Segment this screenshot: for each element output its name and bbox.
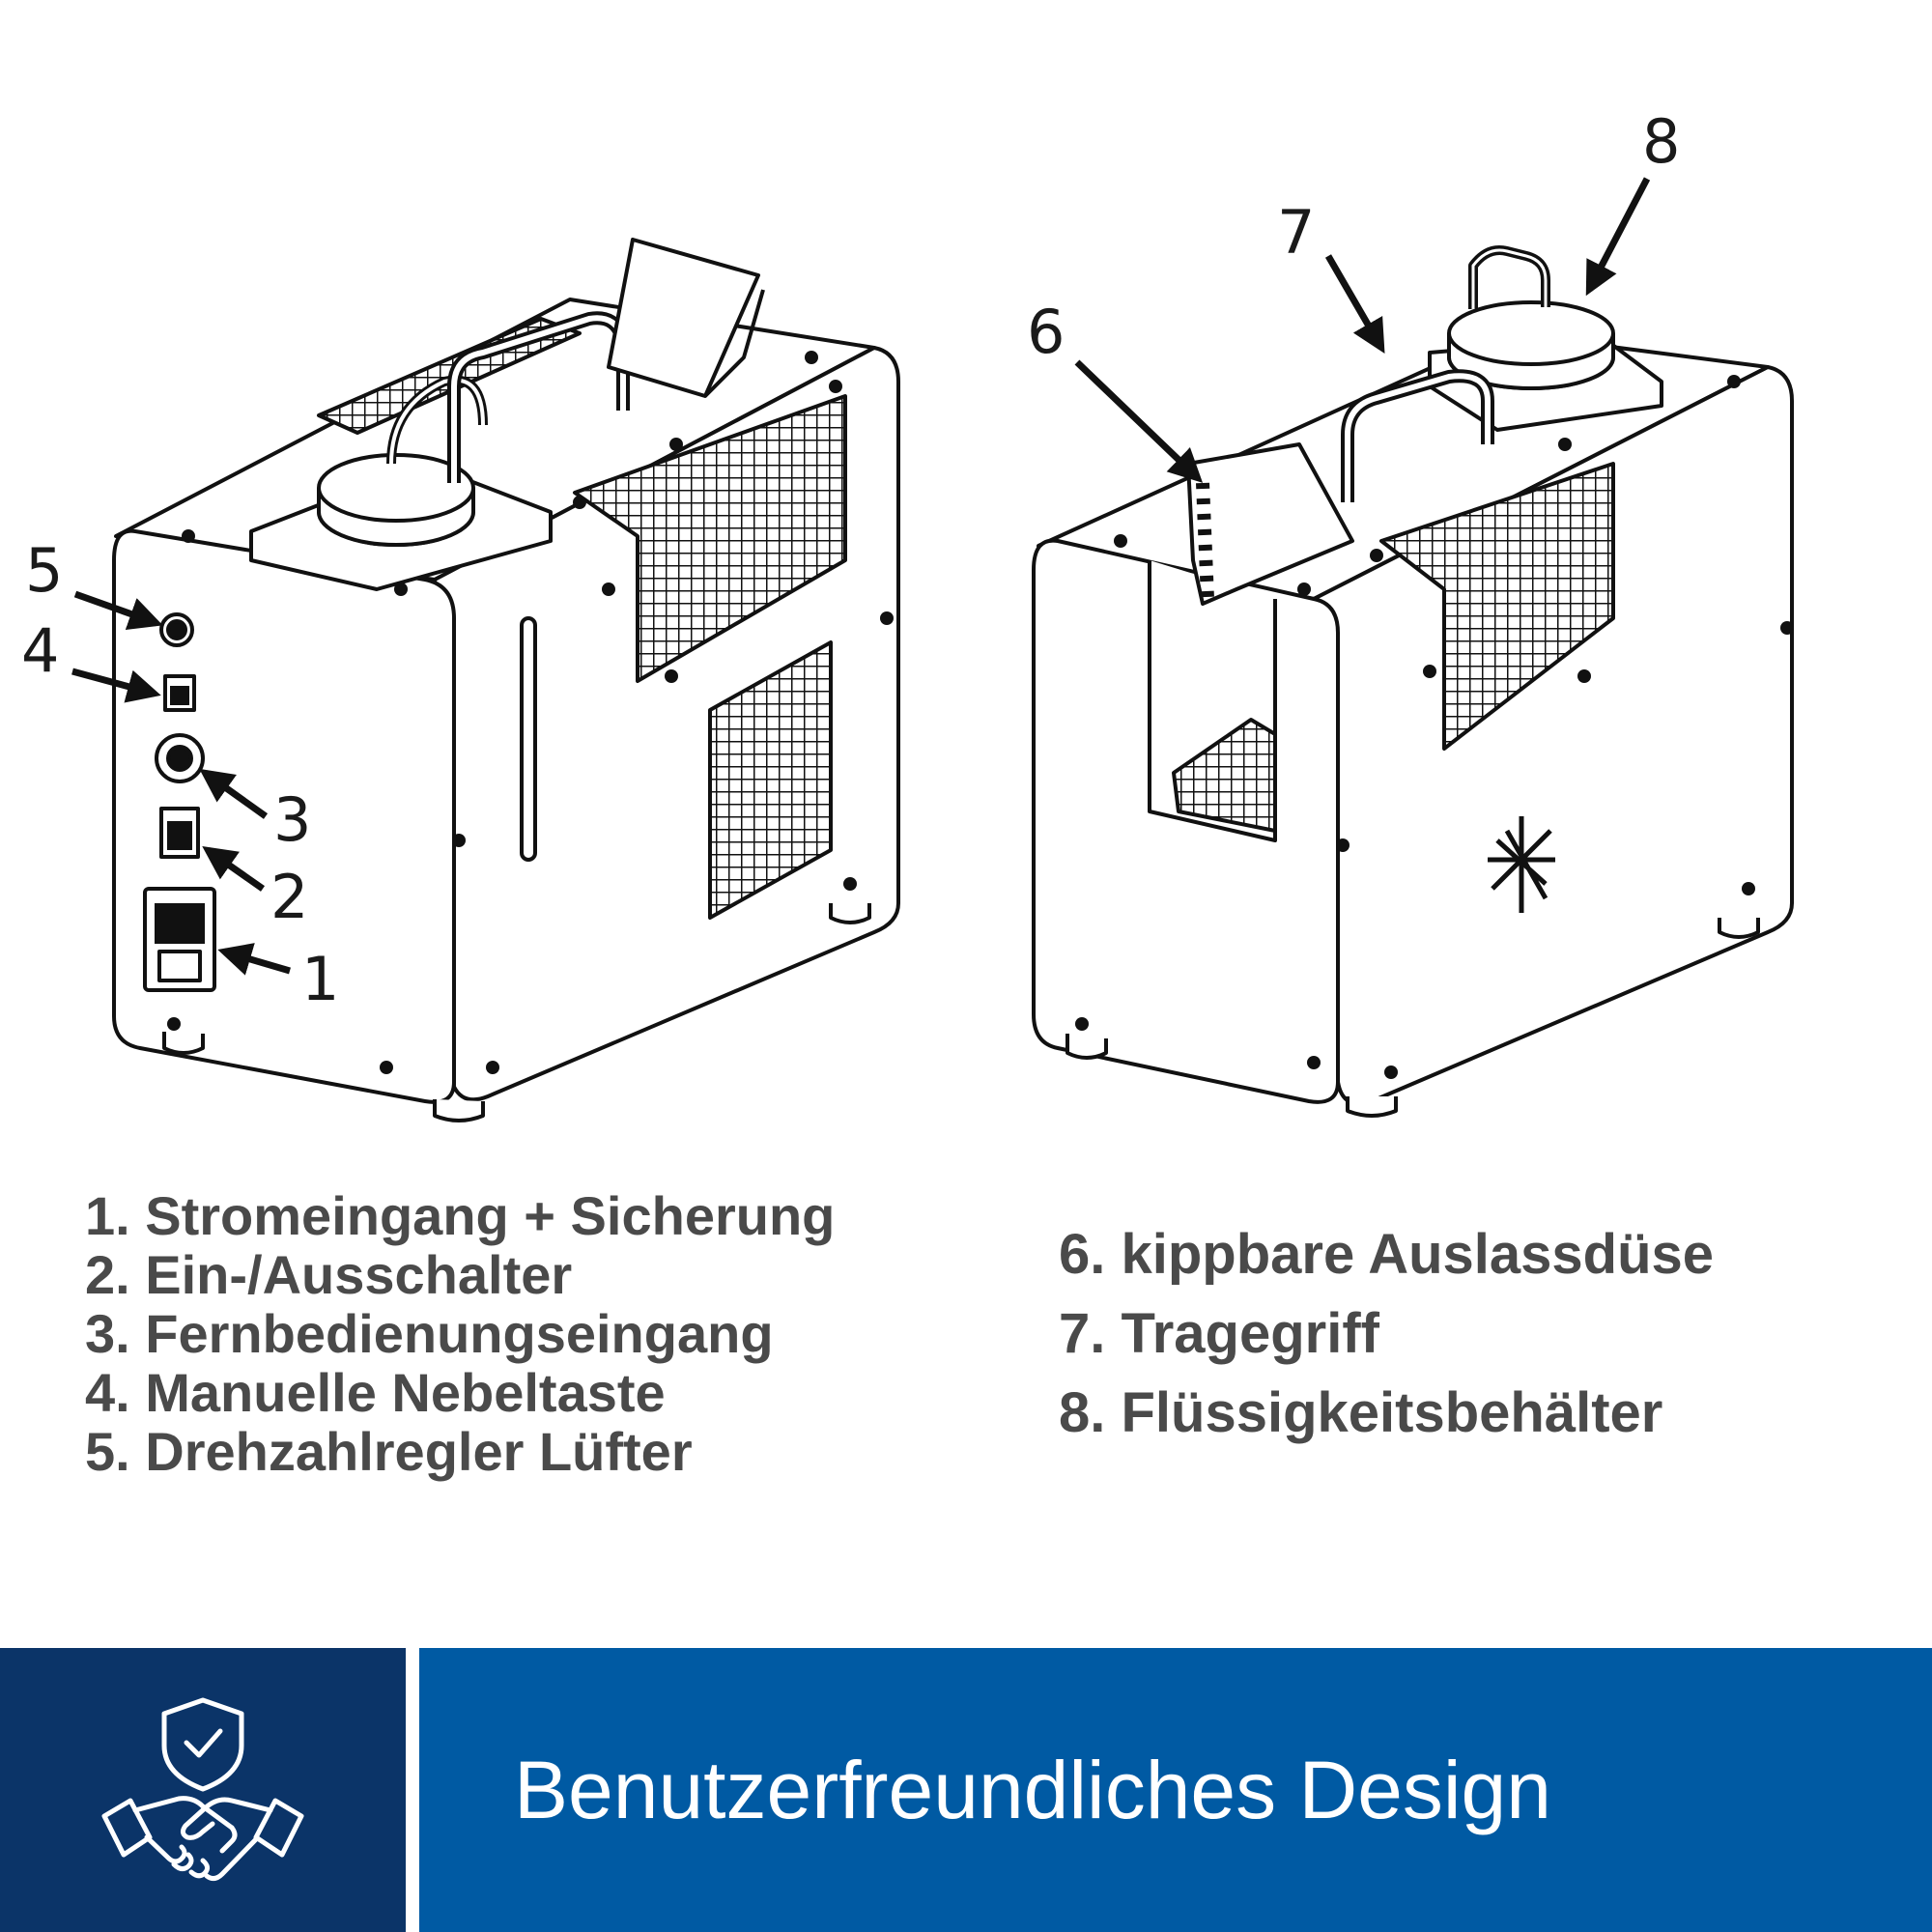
footer-banner: Benutzerfreundliches Design [0,1648,1932,1932]
arrow-2 [202,845,266,892]
callout-4: 4 [21,615,59,686]
arrow-1 [217,943,291,976]
arrow-5 [73,590,163,631]
legend-item: 1. Stromeingang + Sicherung [85,1185,836,1246]
fog-machine-front-view [1032,245,1794,1118]
arrow-8 [1585,177,1651,297]
shield-handshake-icon [101,1697,304,1882]
fan-icon [1488,816,1555,913]
arrow-3 [199,768,269,819]
footer-title-panel: Benutzerfreundliches Design [419,1648,1932,1932]
legend-item: 2. Ein-/Ausschalter [85,1244,573,1305]
arrow-7 [1324,254,1385,355]
foot-left-3 [829,903,871,924]
callout-7: 7 [1277,197,1315,268]
legend-right: 6. kippbare Auslassdüse 7. Tragegriff 8.… [1059,1215,1714,1453]
legend-item: 8. Flüssigkeitsbehälter [1059,1381,1663,1444]
callout-numbers: 1 2 3 4 5 6 7 8 [21,106,1680,1014]
screws-left [167,351,894,1074]
arrow-6 [1074,359,1204,483]
right-side-vent [1379,462,1615,751]
product-diagram: 1 2 3 4 5 6 7 8 [21,106,1794,1122]
callout-2: 2 [270,862,308,932]
legend-item: 3. Fernbedienungseingang [85,1303,774,1364]
footer-divider [406,1648,419,1932]
bottom-grille [1172,718,1277,833]
callout-1: 1 [301,944,339,1014]
side-vent-lower [708,640,833,920]
legend-left: 1. Stromeingang + Sicherung 2. Ein-/Auss… [85,1186,835,1481]
footer-icon-panel [0,1648,406,1932]
legend-item: 5. Drehzahlregler Lüfter [85,1421,693,1482]
callout-6: 6 [1027,297,1065,367]
callout-5: 5 [25,535,63,606]
foot-left-1 [162,1032,205,1055]
legend-item: 4. Manuelle Nebeltaste [85,1362,666,1423]
footer-title: Benutzerfreundliches Design [514,1745,1551,1835]
fog-machine-back-view [112,238,900,1122]
tilting-outlet-nozzle [1186,442,1354,606]
callout-8: 8 [1642,106,1680,177]
callout-arrows [71,177,1651,976]
screws-right [1075,375,1794,1079]
front-slot [520,616,537,862]
legend-item: 6. kippbare Auslassdüse [1059,1223,1715,1286]
arrow-4 [71,668,161,703]
foot-left-2 [433,1099,485,1122]
legend-item: 7. Tragegriff [1059,1302,1379,1365]
fluid-tank-cap [1447,300,1615,366]
callout-3: 3 [273,784,311,855]
side-vent-upper [573,394,847,683]
